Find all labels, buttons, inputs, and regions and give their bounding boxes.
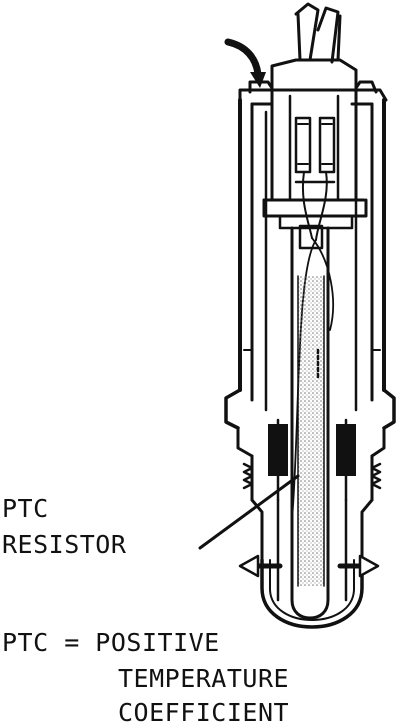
lead-wires bbox=[294, 2, 342, 64]
exhaust-arrow-left-icon bbox=[238, 554, 283, 578]
connector-body bbox=[262, 88, 368, 230]
ceramic-element bbox=[290, 224, 330, 620]
callout-label-resistor: RESISTOR bbox=[2, 530, 127, 559]
threaded-body bbox=[236, 418, 386, 602]
legend-line-1: PTC = POSITIVE bbox=[2, 628, 220, 657]
protective-tube bbox=[260, 558, 364, 629]
legend-line-2: TEMPERATURE bbox=[118, 664, 290, 693]
ptc-resistor-leader-line bbox=[198, 474, 300, 550]
callout-label-ptc: PTC bbox=[2, 494, 49, 523]
exhaust-arrow-right-icon bbox=[337, 554, 380, 578]
legend-line-3: COEFFICIENT bbox=[118, 698, 290, 727]
airflow-arrow-icon bbox=[224, 38, 266, 88]
